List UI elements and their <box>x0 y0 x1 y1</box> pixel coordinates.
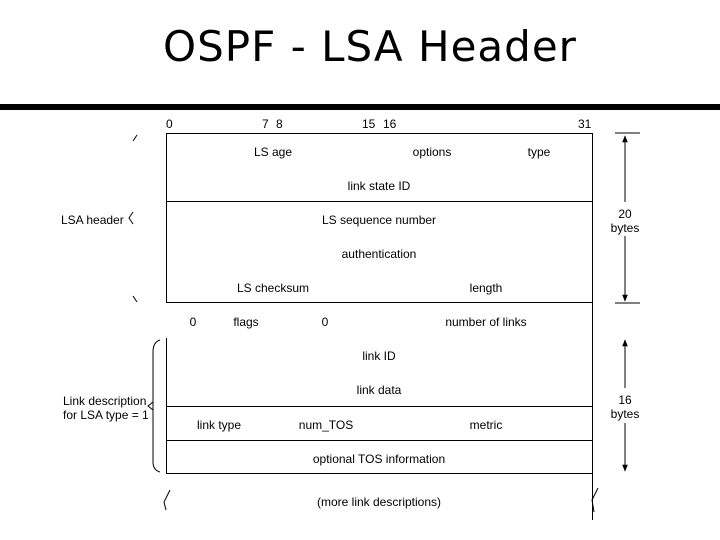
link-desc-brace <box>152 339 161 473</box>
num-tos-field: num_TOS <box>298 418 354 432</box>
header-size-number: 20 <box>618 207 632 221</box>
right-break-mark <box>591 487 599 513</box>
title-divider <box>0 104 720 110</box>
bit-16-label: 16 <box>383 117 397 131</box>
more-link-descriptions: (more link descriptions) <box>316 495 442 509</box>
bit-0-label: 0 <box>166 117 173 131</box>
bit-31-label: 31 <box>578 117 592 131</box>
reserved-zero-1: 0 <box>189 315 197 329</box>
link-desc-divider-3 <box>166 473 593 474</box>
link-size-number: 16 <box>618 393 632 407</box>
options-field: options <box>412 145 452 159</box>
type-field: type <box>527 145 551 159</box>
bit-7-label: 7 <box>262 117 269 131</box>
bit-8-label: 8 <box>276 117 283 131</box>
length-field: length <box>469 281 503 295</box>
link-size-unit: bytes <box>610 407 640 421</box>
lsa-header-side-label: LSA header <box>61 213 124 227</box>
link-desc-brace-tip <box>147 401 154 411</box>
link-id-field: link ID <box>362 349 396 363</box>
lsa-header-brace <box>128 134 138 303</box>
ls-age-field: LS age <box>253 145 293 159</box>
link-desc-label-line1: Link description <box>63 394 147 408</box>
authentication-field: authentication <box>341 247 417 261</box>
lsa-header-divider <box>166 201 593 202</box>
bit-15-label: 15 <box>362 117 376 131</box>
reserved-zero-2: 0 <box>321 315 329 329</box>
lsa-header-box <box>166 133 593 303</box>
number-of-links-field: number of links <box>445 315 527 329</box>
flags-field: flags <box>233 315 259 329</box>
left-break-mark <box>163 489 171 511</box>
slide-title: OSPF - LSA Header <box>163 22 577 71</box>
ls-checksum-field: LS checksum <box>236 281 310 295</box>
header-size-unit: bytes <box>610 221 640 235</box>
link-desc-left-border <box>166 338 167 473</box>
link-desc-divider-1 <box>166 406 593 407</box>
link-desc-right-border <box>592 303 593 520</box>
link-data-field: link data <box>356 383 402 397</box>
link-state-id-field: link state ID <box>347 179 411 193</box>
optional-tos-field: optional TOS information <box>312 452 446 466</box>
metric-field: metric <box>469 418 503 432</box>
link-desc-divider-2 <box>166 440 593 441</box>
link-type-field: link type <box>196 418 242 432</box>
link-desc-label-line2: for LSA type = 1 <box>63 408 149 422</box>
ls-sequence-number-field: LS sequence number <box>321 213 437 227</box>
